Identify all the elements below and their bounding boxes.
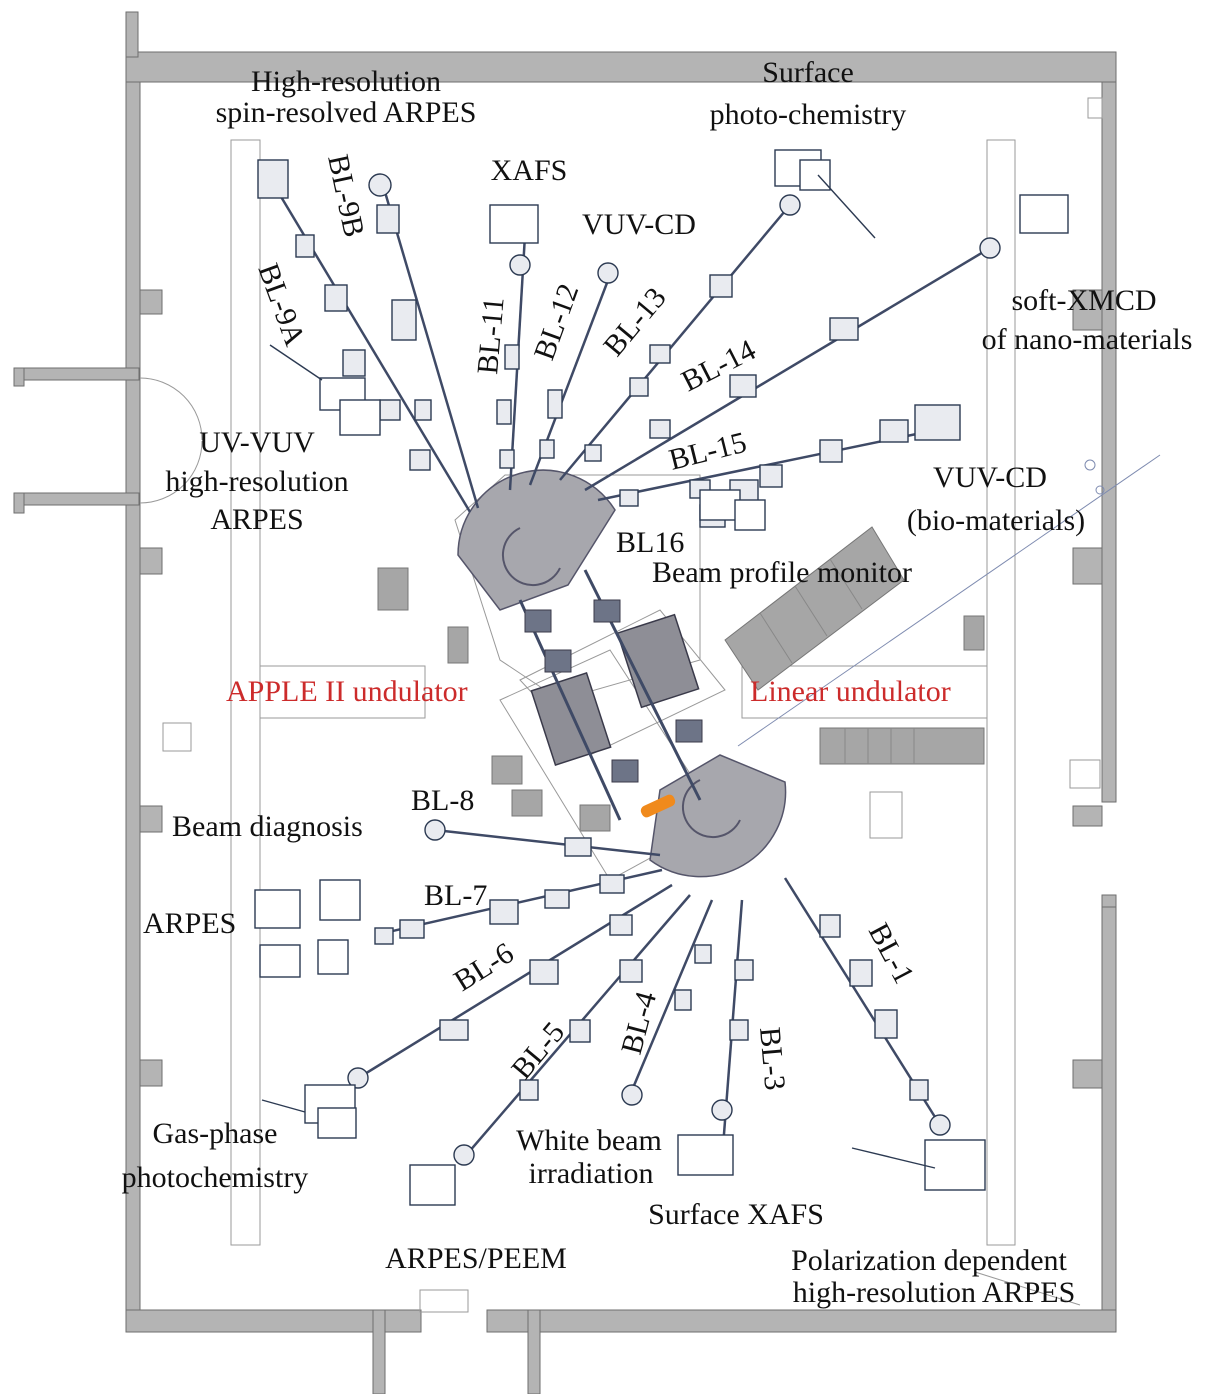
beam-profile-monitor-line [737, 454, 1161, 747]
label-vuv-cd-bio-1: VUV-CD [933, 461, 1047, 494]
label-linear-undulator: Linear undulator [750, 675, 951, 708]
label-bl7: BL-7 [424, 879, 487, 912]
label-apple-ii-undulator: APPLE II undulator [226, 675, 468, 708]
label-uv-vuv-2: high-resolution [165, 465, 348, 498]
label-surface-xafs: Surface XAFS [648, 1198, 824, 1231]
label-bl12: BL-12 [528, 280, 586, 365]
label-uv-vuv-1: UV-VUV [199, 426, 315, 459]
label-vuv-cd-top: VUV-CD [582, 208, 696, 241]
label-beam-profile-monitor: Beam profile monitor [652, 556, 912, 589]
label-bl8: BL-8 [411, 784, 474, 817]
label-high-res-spin-2: spin-resolved ARPES [216, 96, 477, 129]
label-surface-photochem-1: Surface [762, 56, 854, 89]
beamline-components [257, 159, 1001, 1166]
inner-corridors [162, 97, 1103, 1246]
label-soft-xmcd-2: of nano-materials [982, 323, 1193, 356]
label-soft-xmcd-1: soft-XMCD [1011, 284, 1156, 317]
label-bl5: BL-5 [505, 1016, 571, 1086]
label-polarization-1: Polarization dependent [791, 1244, 1067, 1277]
label-bl4: BL-4 [615, 988, 663, 1058]
label-arpes-peem: ARPES/PEEM [385, 1242, 567, 1275]
label-bl6: BL-6 [448, 936, 519, 998]
label-white-beam-1: White beam [516, 1124, 662, 1157]
label-high-res-spin-1: High-resolution [251, 65, 441, 98]
storage-ring [454, 469, 787, 881]
doors [139, 377, 1081, 1313]
label-beam-diagnosis: Beam diagnosis [172, 810, 363, 843]
label-xafs: XAFS [491, 154, 568, 187]
end-stations [254, 149, 1069, 1206]
label-vuv-cd-bio-2: (bio-materials) [907, 504, 1085, 537]
equipment-blocks [377, 526, 985, 832]
label-bl9b: BL-9B [321, 152, 371, 240]
label-bl11: BL-11 [471, 296, 511, 376]
label-gas-phase-2: photochemistry [122, 1161, 309, 1194]
label-bl3: BL-3 [753, 1026, 791, 1092]
label-arpes: ARPES [143, 907, 236, 940]
label-uv-vuv-3: ARPES [210, 503, 303, 536]
label-white-beam-2: irradiation [529, 1157, 654, 1190]
label-bl16: BL16 [616, 526, 684, 559]
label-gas-phase-1: Gas-phase [153, 1117, 278, 1150]
label-surface-photochem-2: photo-chemistry [710, 98, 907, 131]
building-walls [13, 11, 1117, 1394]
label-polarization-2: high-resolution ARPES [793, 1276, 1076, 1309]
